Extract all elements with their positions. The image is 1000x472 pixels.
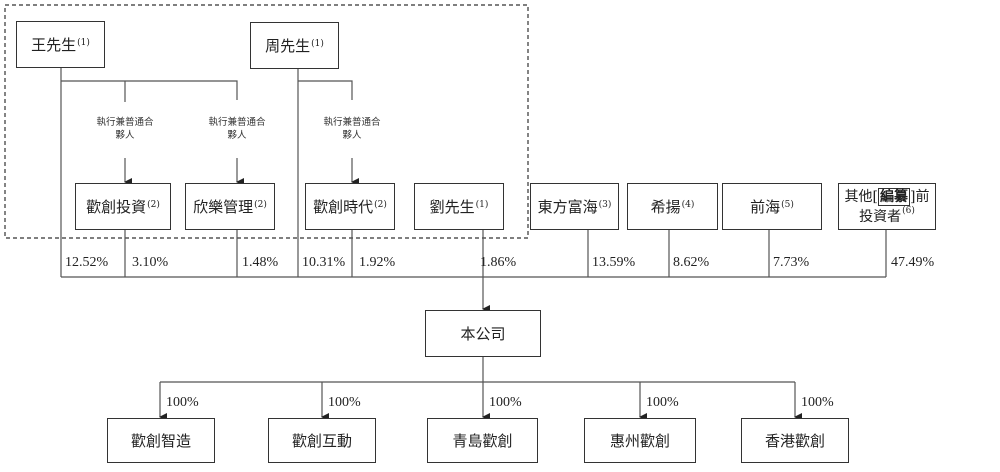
pct-label: 1.92% (359, 255, 396, 270)
name: 惠州歡創 (609, 431, 670, 450)
name: 歡創時代 (313, 197, 374, 216)
subsidiary-pct: 100% (489, 395, 522, 410)
name: 其他[編纂]前投資者(6) (839, 187, 935, 227)
footnote: (1) (77, 38, 90, 48)
subsidiary-pct: 100% (166, 395, 199, 410)
subsidiary-bus (160, 357, 795, 383)
pct-label: 47.49% (891, 255, 935, 270)
name: 欣樂管理 (193, 197, 254, 216)
pct-label: 10.31% (302, 255, 346, 270)
name: 歡創投資 (86, 197, 147, 216)
name: 劉先生 (429, 197, 475, 216)
name: 香港歡創 (764, 431, 825, 450)
subsidiary-pct: 100% (646, 395, 679, 410)
redacted-mark: 編纂 (878, 187, 910, 206)
name: 周先生 (265, 36, 311, 55)
footnote: (4) (681, 200, 695, 210)
pct-label: 12.52% (65, 255, 109, 270)
footnote: (2) (254, 200, 267, 210)
shareholder-box-liu: 劉先生(1) (414, 183, 504, 230)
shareholder-box-xiyang: 希揚(4) (627, 183, 718, 230)
subsidiary-pct: 100% (328, 395, 361, 410)
footnote: (5) (781, 200, 794, 210)
shareholder-box-qianhai: 前海(5) (722, 183, 822, 230)
name: 青島歡創 (452, 431, 513, 450)
subsidiary-box: 青島歡創 (427, 418, 538, 463)
footnote: (1) (475, 200, 489, 210)
name-part: ]前投資者 (859, 188, 930, 225)
pct-label: 1.86% (480, 255, 517, 270)
shareholder-box-huanchuang-shidai: 歡創時代(2) (305, 183, 395, 230)
shareholder-box-dongfang-fuhai: 東方富海(3) (530, 183, 619, 230)
footnote: (6) (902, 205, 915, 216)
pct-label: 13.59% (592, 255, 636, 270)
shareholder-box-other-investors: 其他[編纂]前投資者(6) (838, 183, 936, 230)
pct-label: 8.62% (673, 255, 710, 270)
name-part: 其他[ (844, 188, 878, 205)
name: 本公司 (460, 324, 506, 343)
pct-label: 7.73% (773, 255, 810, 270)
shareholder-box-zhou: 周先生(1) (250, 22, 339, 69)
name: 前海 (750, 197, 781, 216)
footnote: (2) (374, 200, 387, 210)
footnote: (1) (311, 39, 324, 49)
gp-label: 執行兼普通合夥人 (96, 117, 154, 141)
shareholder-box-xinle-guanli: 欣樂管理(2) (185, 183, 275, 230)
subsidiary-box: 歡創智造 (107, 418, 215, 463)
name: 東方富海 (537, 197, 598, 216)
subsidiary-pct: 100% (801, 395, 834, 410)
pct-label: 3.10% (132, 255, 169, 270)
name: 希揚 (650, 197, 681, 216)
subsidiary-box: 歡創互動 (268, 418, 376, 463)
name: 王先生 (31, 35, 77, 54)
controlling-group-dashed-border (4, 4, 529, 239)
company-box: 本公司 (425, 310, 541, 357)
subsidiary-box: 惠州歡創 (584, 418, 696, 463)
name: 歡創智造 (130, 431, 191, 450)
shareholder-box-huanchuang-touzi: 歡創投資(2) (75, 183, 171, 230)
shareholder-drop-lines (124, 230, 887, 277)
pct-label: 1.48% (242, 255, 279, 270)
gp-label: 執行兼普通合夥人 (323, 117, 381, 141)
name: 歡創互動 (291, 431, 352, 450)
footnote: (3) (598, 200, 612, 210)
shareholder-box-wang: 王先生(1) (16, 21, 105, 68)
gp-label: 執行兼普通合夥人 (208, 117, 266, 141)
zhou-gp-branch (298, 80, 353, 100)
wang-gp-branch (61, 80, 238, 102)
subsidiary-box: 香港歡創 (741, 418, 849, 463)
footnote: (2) (147, 200, 160, 210)
